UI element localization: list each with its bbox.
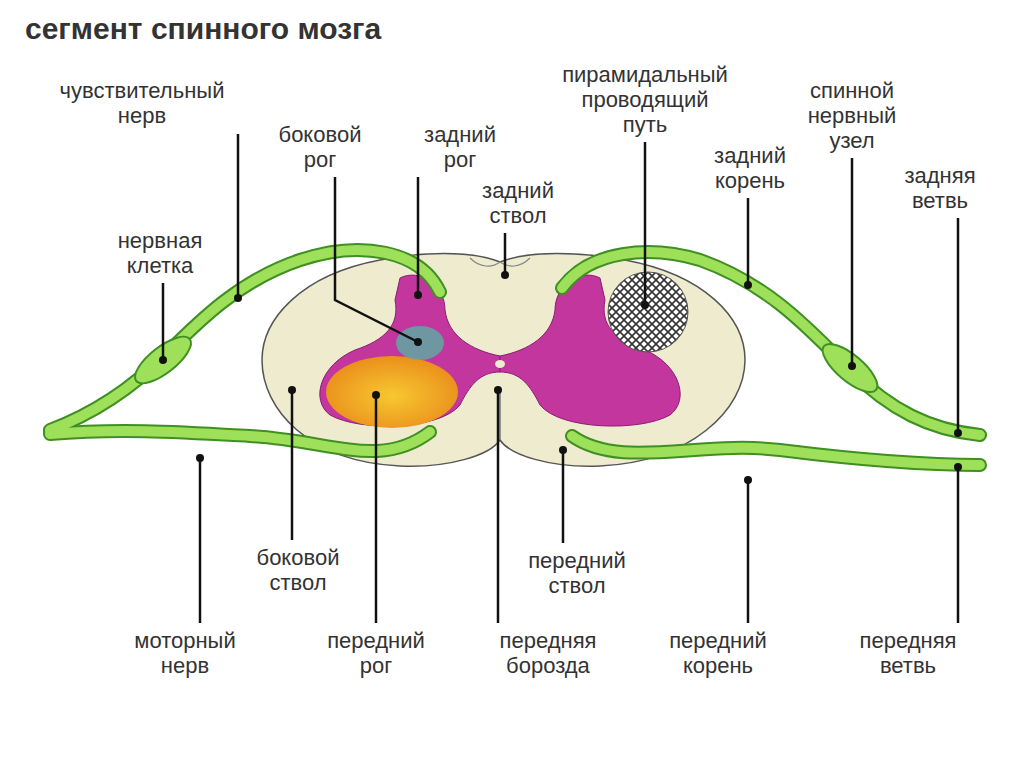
part-label: передний рог: [327, 628, 425, 678]
part-label: спинной нервный узел: [808, 78, 897, 153]
central-canal: [495, 360, 505, 368]
diagram-title: сегмент спинного мозга: [25, 12, 381, 46]
part-label: пирамидальный проводящий путь: [562, 62, 728, 137]
lateral-horn-fill: [396, 326, 444, 360]
part-label: боковой ствол: [257, 545, 340, 595]
anterior-horn-fill: [326, 356, 458, 428]
part-label: задний корень: [714, 143, 786, 193]
part-label: боковой рог: [279, 122, 362, 172]
part-label: передняя ветвь: [860, 628, 957, 678]
part-label: задний ствол: [482, 178, 554, 228]
leader-dots: [159, 271, 962, 484]
nerves: [50, 250, 980, 465]
ganglion-right: [816, 336, 885, 400]
part-label: задняя ветвь: [904, 163, 975, 213]
anterior-fissure: [499, 390, 501, 440]
pyramidal-tract: [608, 272, 688, 352]
part-label: нервная клетка: [118, 228, 203, 278]
part-label: чувствительный нерв: [60, 78, 225, 128]
part-label: передний ствол: [528, 548, 626, 598]
leader-lines: [163, 134, 958, 623]
posterior-notch: [470, 258, 530, 266]
part-label: передняя борозда: [500, 628, 597, 678]
part-label: задний рог: [424, 122, 496, 172]
part-label: моторный нерв: [134, 628, 235, 678]
part-label: передний корень: [669, 628, 767, 678]
